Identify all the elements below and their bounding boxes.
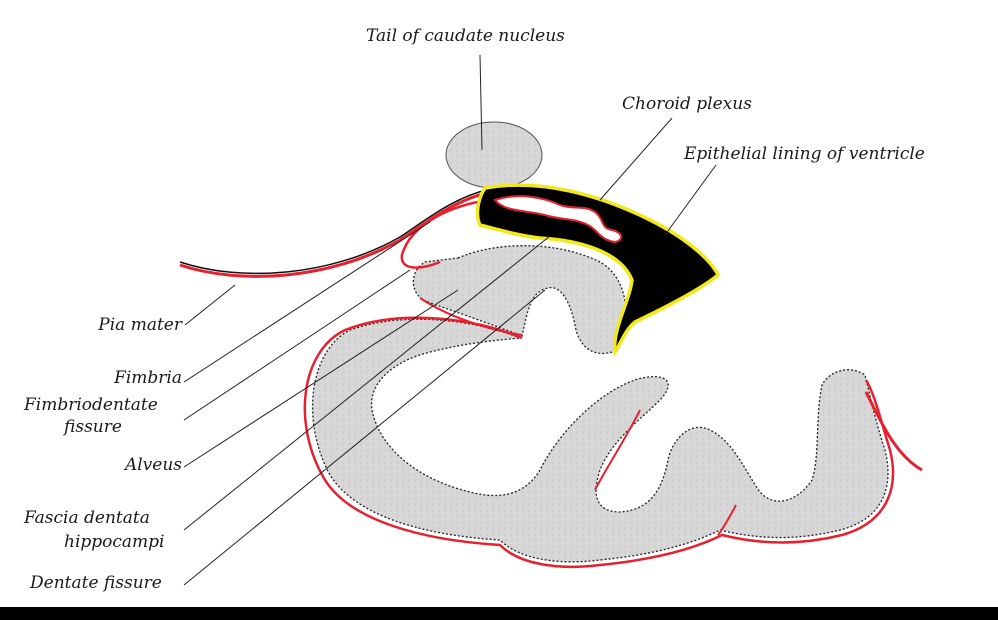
cortex-pia-red (303, 316, 895, 569)
caudate-tail-shape (445, 121, 543, 189)
sulcus-2 (717, 504, 737, 536)
label-fascia-dentata: Fascia dentata (24, 508, 150, 528)
pia-tail-right (864, 391, 923, 472)
label-pia-mater: Pia mater (98, 315, 182, 335)
fimbria-red-line (400, 198, 491, 269)
label-fimbriodentate: Fimbriodentate (24, 395, 158, 415)
bottom-bar (0, 607, 998, 620)
hippocampus-body (412, 245, 627, 355)
choroid-plexus (493, 195, 623, 244)
label-hippocampi: hippocampi (64, 532, 165, 552)
label-alveus: Alveus (124, 455, 182, 475)
label-epithelial-lining: Epithelial lining of ventricle (684, 144, 925, 164)
pia-mater-line (179, 190, 491, 278)
pia-mater-line-dark (179, 188, 491, 275)
cortex-body (312, 318, 889, 563)
label-choroid-plexus: Choroid plexus (622, 94, 752, 114)
label-dentate-fissure: Dentate fissure (30, 573, 162, 593)
leader-lines (183, 54, 717, 586)
dentate-fissure-line (419, 297, 523, 336)
label-fimbria: Fimbria (114, 368, 182, 388)
sulcus-1 (594, 409, 641, 491)
label-tail-of-caudate-nucleus: Tail of caudate nucleus (366, 26, 565, 46)
label-fimbriodentate-fissure: fissure (64, 417, 122, 437)
ventricle (475, 183, 721, 357)
